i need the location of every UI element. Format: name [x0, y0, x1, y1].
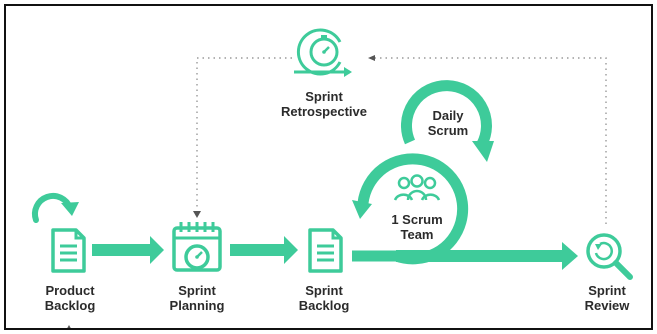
scrum-process-diagram: Sprint Retrospective Daily Scrum 1 Scrum…: [31, 28, 633, 328]
arrow-to-review-head: [562, 242, 578, 270]
scrum-team-icon: [393, 174, 441, 201]
sprint-loop-arrow: [352, 153, 578, 270]
scrum-team-label-line2: Team: [401, 227, 434, 242]
daily-scrum-label-line1: Daily: [432, 108, 464, 123]
sprint-planning-label-line1: Sprint: [178, 283, 216, 298]
loop-back-arrowhead: [67, 325, 71, 328]
product-backlog-label-line1: Product: [45, 283, 95, 298]
sprint-review-label-line1: Sprint: [588, 283, 626, 298]
product-backlog-label-line2: Backlog: [45, 298, 96, 313]
sprint-backlog-label-line1: Sprint: [305, 283, 343, 298]
sprint-review-label-line2: Review: [585, 298, 631, 313]
product-backlog-icon: [51, 228, 86, 273]
arrow-backlog-to-planning: [92, 236, 164, 264]
sprint-retrospective-label-line2: Retrospective: [281, 104, 367, 119]
daily-scrum-label-line2: Scrum: [428, 123, 468, 138]
daily-scrum-cycle-arrow: [401, 80, 494, 162]
feedback-arrowhead-left: [368, 55, 375, 61]
feedback-arrowhead-down: [193, 211, 201, 218]
arrow-to-review-shaft: [396, 250, 564, 262]
sprint-backlog-label-line2: Backlog: [299, 298, 350, 313]
sprint-backlog-icon: [308, 228, 343, 273]
scrum-diagram-frame: Sprint Retrospective Daily Scrum 1 Scrum…: [4, 4, 653, 330]
scrum-team-label-line1: 1 Scrum: [391, 212, 442, 227]
sprint-review-icon: [586, 233, 633, 280]
feedback-loop-dotted-path: [193, 55, 607, 224]
backlog-refine-cycle-icon: [31, 193, 79, 223]
sprint-retrospective-label-line1: Sprint: [305, 89, 343, 104]
arrow-planning-to-sprint-backlog: [230, 236, 298, 264]
sprint-planning-icon: [172, 222, 222, 272]
sprint-planning-label-line2: Planning: [170, 298, 225, 313]
sprint-retrospective-icon: [294, 28, 352, 77]
